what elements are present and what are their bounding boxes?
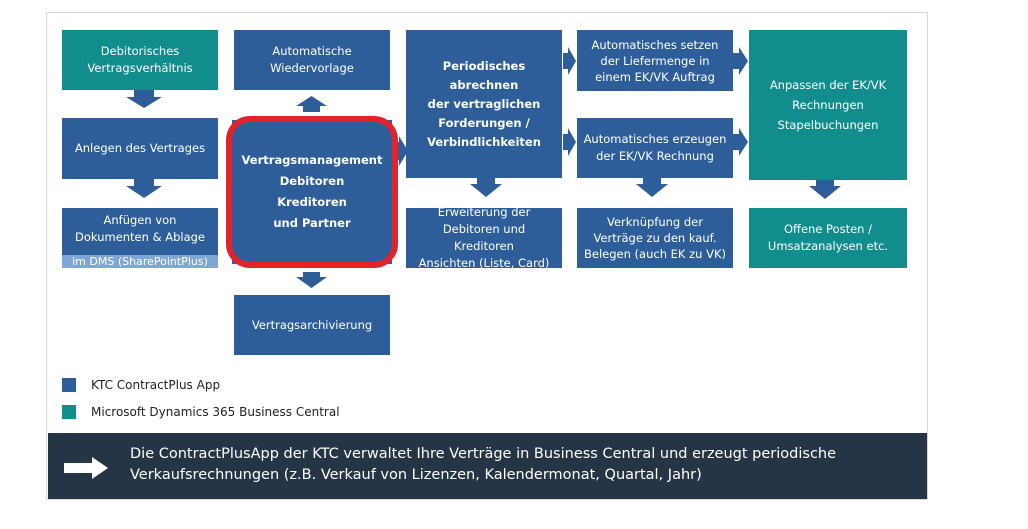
arrow-down-archiv [296, 272, 327, 288]
box-erweiterung-ansichten: Erweiterung der Debitoren und Kreditoren… [406, 205, 562, 270]
arrow-up-wiedervorlage [296, 96, 327, 112]
arrow-down-2 [126, 179, 162, 198]
arrow-right-anpassen-1 [733, 47, 748, 75]
box-verknuepfung-belege: Verknüpfung der Verträge zu den kauf. Be… [577, 208, 733, 268]
box-periodisches-abrechnen: Periodisches abrechnen der vertraglichen… [406, 30, 562, 178]
arrow-right-icon [64, 457, 108, 479]
box-liefermenge-setzen: Automatisches setzen der Liefermenge in … [577, 30, 733, 91]
legend-item-ktc: KTC ContractPlus App [62, 377, 220, 393]
legend-swatch-teal [62, 405, 76, 419]
arrow-down-offene [809, 180, 841, 199]
summary-banner: Die ContractPlusApp der KTC verwaltet Ih… [48, 433, 927, 499]
box-anpassen-rechnungen: Anpassen der EK/VK Rechnungen Stapelbuch… [749, 30, 907, 180]
box-anlegen-des-vertrages: Anlegen des Vertrages [62, 118, 218, 179]
box-vertragsmanagement: Vertragsmanagement Debitoren Kreditoren … [232, 120, 392, 264]
arrow-down-1 [126, 90, 162, 108]
arrow-right-liefermenge [563, 47, 576, 75]
dms-sharepointplus-label: im DMS (SharePointPlus) [62, 255, 218, 268]
box-automatische-wiedervorlage: Automatische Wiedervorlage [234, 30, 390, 90]
box-rechnung-erzeugen: Automatisches erzeugen der EK/VK Rechnun… [577, 118, 733, 178]
banner-text: Die ContractPlusApp der KTC verwaltet Ih… [130, 446, 837, 483]
box-debitorisches-vertragsverhaeltnis: Debitorisches Vertragsverhältnis [62, 30, 218, 90]
legend-label: Microsoft Dynamics 365 Business Central [91, 405, 340, 419]
arrow-right-anpassen-2 [733, 128, 748, 156]
arrow-right-periodisch [398, 136, 408, 166]
arrow-down-verknuepfung [636, 178, 668, 197]
legend-label: KTC ContractPlus App [91, 378, 221, 392]
legend-item-business-central: Microsoft Dynamics 365 Business Central [62, 404, 340, 420]
box-vertragsarchivierung: Vertragsarchivierung [234, 295, 390, 355]
box-offene-posten: Offene Posten / Umsatzanalysen etc. [749, 208, 907, 268]
arrow-right-rechnung [563, 128, 576, 156]
arrow-down-erweiterung [470, 178, 502, 197]
legend-swatch-blue [62, 378, 76, 392]
